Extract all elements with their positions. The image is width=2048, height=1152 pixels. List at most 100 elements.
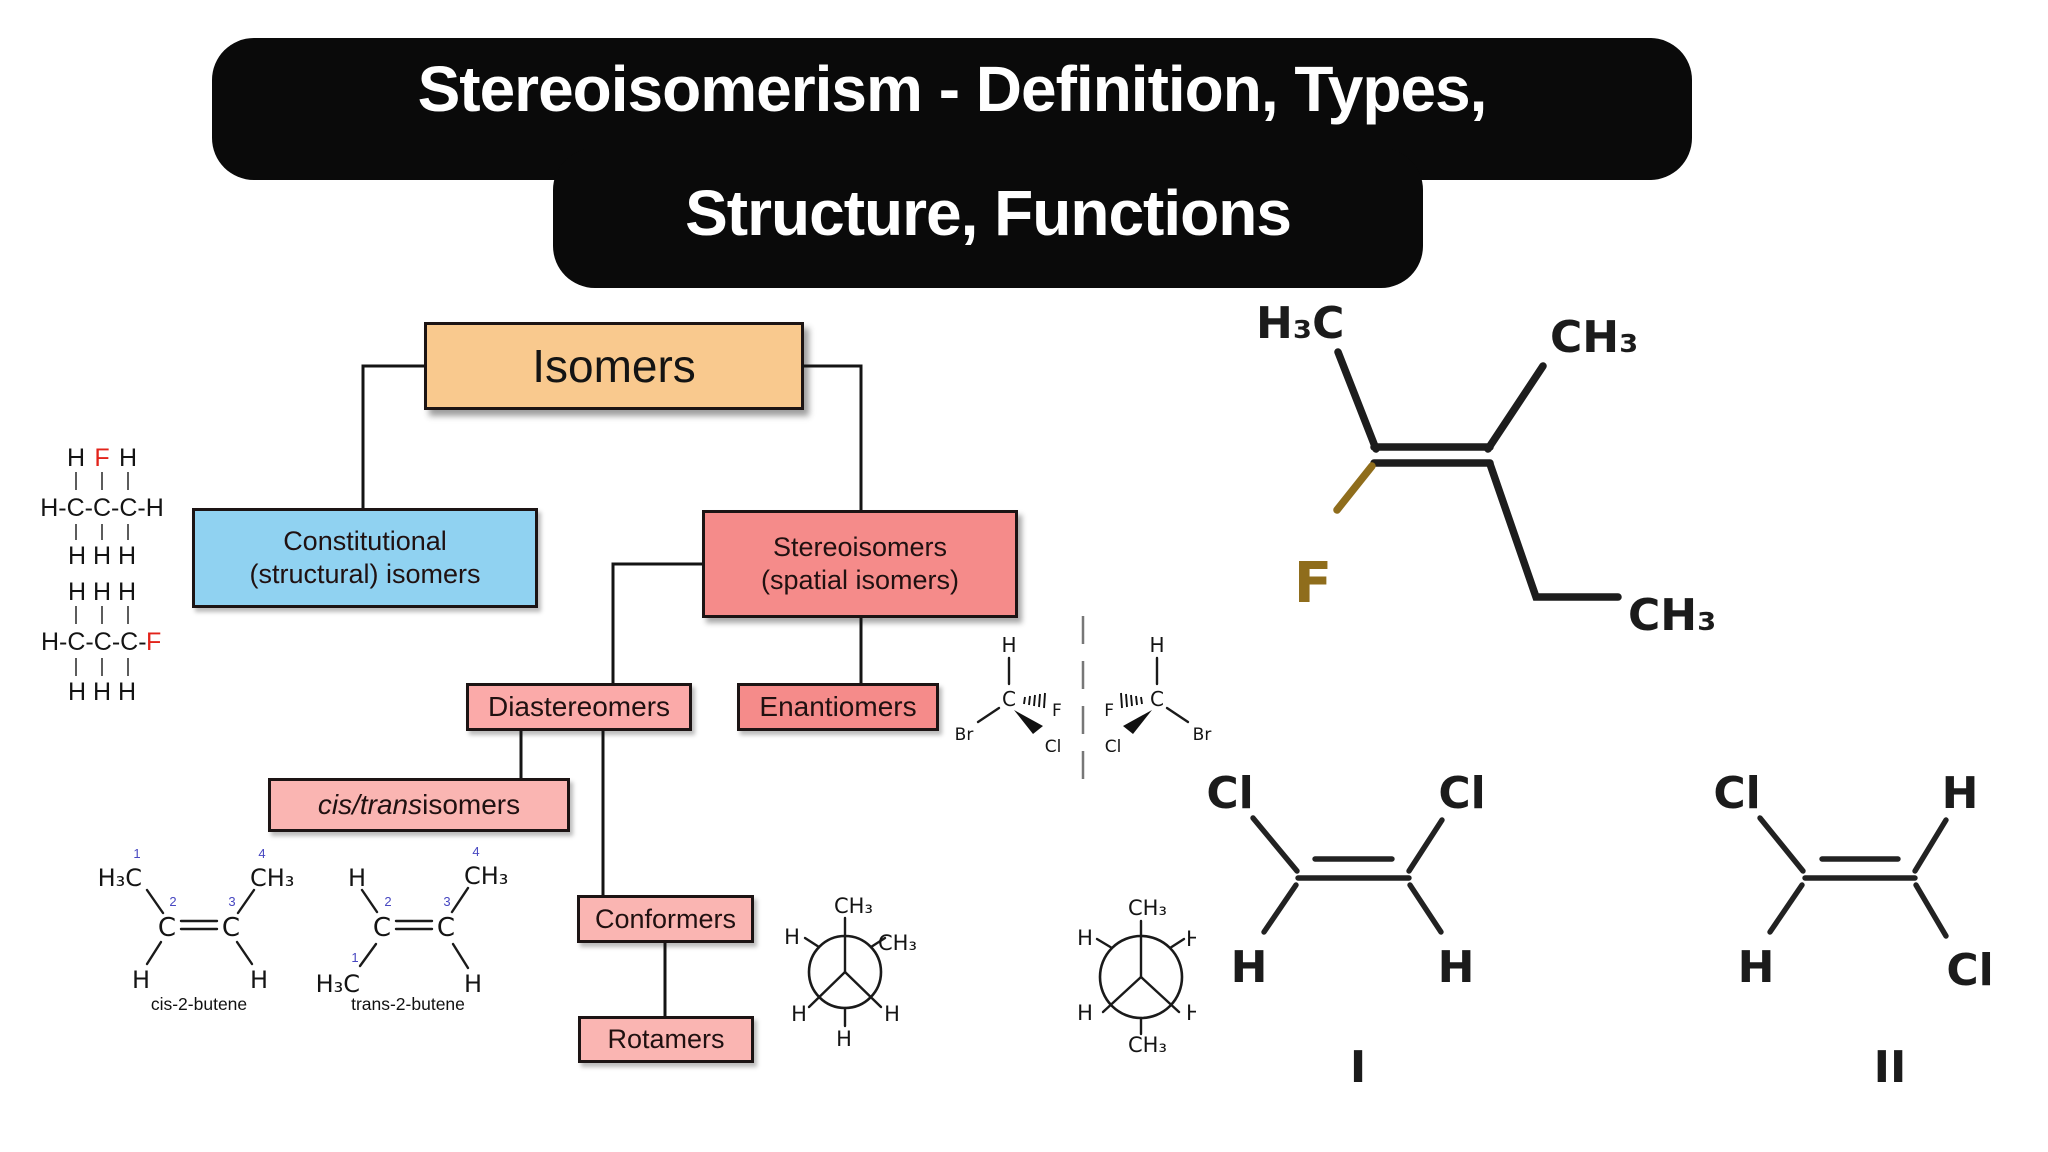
atom-Cl: Cl [1206,768,1253,819]
carbon-number-4: 4 [258,846,265,861]
atom-Br: Br [955,725,974,745]
carbon-number-2: 2 [384,894,391,909]
atom-H: H [1149,633,1164,657]
node-enantiomers-label: Enantiomers [759,690,917,722]
caption-trans-2-butene: trans-2-butene [351,994,465,1014]
structure-fluoro-methyl-pentene: H₃C F CH₃ CH₃ [1256,298,1716,641]
structure-cis-dichloroethene-I: Cl Cl H H I [1206,768,1485,1093]
atom-H: H [250,966,268,994]
label-structure-II: II [1874,1042,1907,1093]
node-stereoisomers: Stereoisomers (spatial isomers) [702,510,1018,618]
formula-h-row: H H H [68,678,136,706]
node-conformers-label: Conformers [594,903,737,934]
structure-enantiomers-mirror: H C Br F Cl H C Br F Cl [955,616,1212,792]
node-diastereomers: Diastereomers [466,683,692,731]
atom-H3C: H₃C [1256,298,1344,349]
atom-H: H [132,966,150,994]
clipped-h-labels: H H [1186,927,1202,1025]
atom-Cl: Cl [1946,945,1993,996]
newman-projection-anti: CH₃ H H H H CH₃ [1077,896,1202,1057]
node-diastereomers-label: Diastereomers [487,690,671,722]
flowchart-connectors [361,364,863,1016]
atom-H: H [1942,768,1979,819]
atom-H: H [784,925,800,949]
atom-H-clipped: H [1186,927,1202,951]
formula-h-row: H H H [68,578,136,606]
structure-1-fluoro-formula: H H H H-C-C-C- F H H H [41,578,161,706]
node-isomers: Isomers [424,322,804,410]
atom-H: H [836,1027,852,1051]
atom-C: C [158,913,176,943]
atom-Cl: Cl [1045,737,1062,757]
node-cistrans-label-rest: isomers [422,788,521,820]
structure-trans-2-butene: H C 2 C 3 CH₃ 4 H₃C 1 H trans-2-butene [316,844,509,1014]
atom-H: H [1001,633,1016,657]
atom-Cl: Cl [1438,768,1485,819]
carbon-number-2: 2 [169,894,176,909]
carbon-number-1: 1 [351,950,358,965]
structure-2-fluoro-formula: H F H H-C-C-C-H H H H [40,444,164,570]
atom-CH3: CH₃ [1128,1033,1167,1057]
atom-H: H [1077,926,1093,950]
atom-CH3: CH₃ [464,862,508,890]
carbon-number-1: 1 [133,846,140,861]
carbon-number-4: 4 [472,844,479,859]
atom-H: H [1738,942,1775,993]
atom-H: H [1077,1001,1093,1025]
atom-CH3: CH₃ [1628,590,1716,641]
atom-H: H [791,1002,807,1026]
atom-H: H [119,444,137,472]
carbon-number-3: 3 [228,894,235,909]
page-title-line1: Stereoisomerism - Definition, Types, [417,53,1488,125]
atom-F-red: F [94,444,109,472]
caption-cis-2-butene: cis-2-butene [151,994,247,1014]
atom-C: C [1150,687,1164,711]
atom-H: H [67,444,85,472]
page-title-line2: Structure, Functions [685,177,1292,249]
atom-CH3: CH₃ [1550,312,1638,363]
formula-backbone: H-C-C-C-H [40,494,164,522]
structure-trans-dichloroethene-II: Cl H H Cl II [1713,768,1993,1093]
atom-H: H [1438,942,1475,993]
node-conformers: Conformers [577,895,754,943]
node-cistrans-label-italic: cis/trans [317,788,423,820]
atom-Br: Br [1193,725,1212,745]
atom-C: C [1002,687,1016,711]
node-constitutional-isomers: Constitutional (structural) isomers [192,508,538,608]
atom-H-clipped: H [1186,1001,1202,1025]
atom-Cl: Cl [1713,768,1760,819]
node-rotamers: Rotamers [578,1016,754,1063]
formula-backbone: H-C-C-C- [41,628,147,656]
atom-CH3: CH₃ [250,864,294,892]
node-constitutional-label1: Constitutional [283,526,447,557]
atom-F: F [1104,701,1114,721]
atom-H3C: H₃C [316,970,360,998]
structure-cis-2-butene: H₃C 1 C 2 C 3 CH₃ 4 H H cis-2-butene [98,846,295,1014]
atom-CH3: CH₃ [834,894,873,918]
node-isomers-label: Isomers [532,339,696,392]
node-cis-trans-isomers: cis/trans isomers [268,778,570,832]
atom-C: C [373,913,391,943]
node-stereo-label1: Stereoisomers [772,532,948,563]
title-banner-row2 [553,148,1423,288]
newman-projection-gauche: CH₃ H H H CH₃ H [784,894,917,1051]
atom-F-gold: F [1294,551,1332,616]
atom-Cl: Cl [1105,737,1122,757]
carbon-number-3: 3 [443,894,450,909]
atom-H: H [884,1002,900,1026]
node-rotamers-label: Rotamers [607,1024,725,1055]
atom-F-red: F [146,628,161,656]
atom-C: C [222,913,240,943]
atom-H: H [1231,942,1268,993]
atom-H3C: H₃C [98,864,142,892]
node-constitutional-label2: (structural) isomers [249,559,481,589]
atom-CH3: CH₃ [878,931,917,955]
atom-H: H [464,970,482,998]
atom-C: C [437,913,455,943]
label-structure-I: I [1350,1042,1366,1093]
atom-CH3: CH₃ [1128,896,1167,920]
formula-h-row: H H H [68,542,136,570]
atom-H: H [348,864,366,892]
